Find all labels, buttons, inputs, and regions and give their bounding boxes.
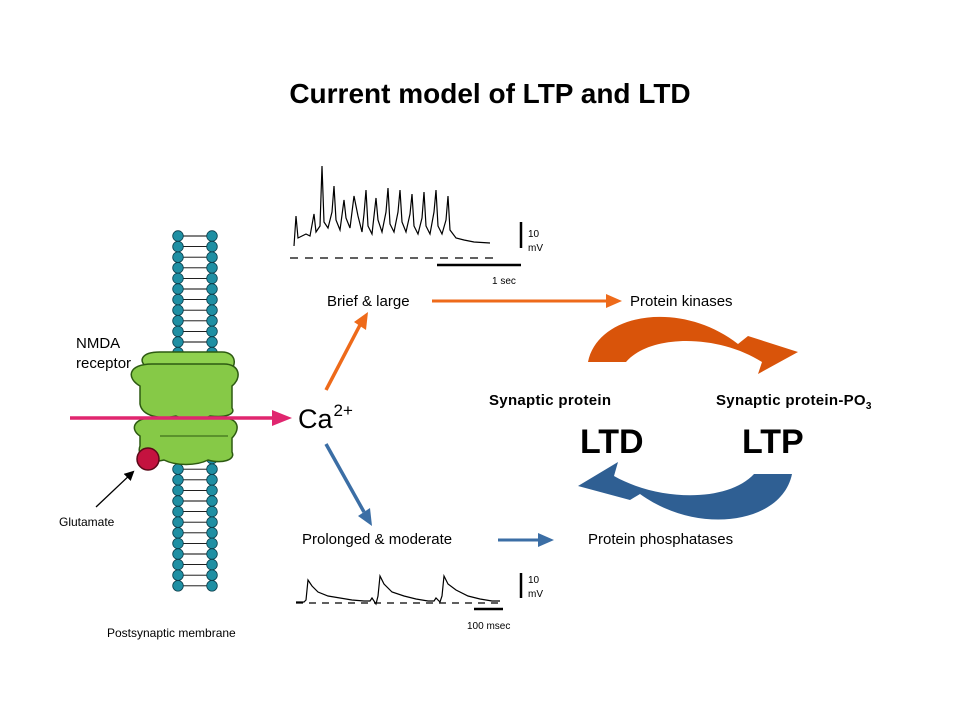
lipid-head	[172, 495, 184, 507]
lipid-head	[206, 527, 218, 539]
lipid-head	[206, 336, 218, 348]
lipid-head	[206, 495, 218, 507]
brief-large-label: Brief & large	[327, 293, 410, 310]
lipid-head	[172, 527, 184, 539]
lipid-head	[206, 505, 218, 518]
synaptic-protein-label: Synaptic protein	[489, 392, 612, 409]
lipid-head	[172, 548, 184, 560]
lipid-head	[172, 304, 184, 316]
lipid-head	[206, 474, 218, 486]
lipid-head	[172, 463, 184, 475]
calcium-ion-charge: 2+	[333, 401, 353, 420]
lipid-head	[172, 283, 184, 295]
lipid-head	[206, 325, 218, 338]
postsynaptic-membrane-label: Postsynaptic membrane	[107, 626, 236, 640]
upper-scale-voltage-unit: mV	[528, 243, 543, 254]
upper-branch-arrowhead	[354, 312, 368, 330]
lipid-head	[172, 537, 184, 550]
lower-scale-voltage-num: 10	[528, 575, 540, 586]
nmda-label-line2: receptor	[76, 355, 132, 372]
upper-trace-waveform	[293, 165, 491, 247]
lipid-head	[206, 230, 218, 242]
lipid-head	[206, 315, 218, 327]
lower-branch-arrowhead	[358, 508, 372, 526]
upper-scale-time: 1 sec	[492, 276, 516, 287]
lipid-head	[206, 516, 218, 528]
lipid-head	[172, 505, 184, 518]
lower-branch-arrow-shaft	[324, 443, 366, 513]
lipid-head	[206, 484, 218, 497]
lipid-head	[172, 272, 184, 285]
diagram-title: Current model of LTP and LTD	[289, 78, 691, 109]
glutamate-molecule	[136, 447, 160, 471]
protein-kinases-label: Protein kinases	[630, 293, 733, 310]
lipid-head	[206, 569, 218, 581]
lipid-head	[172, 325, 184, 338]
lipid-head	[206, 283, 218, 295]
lipid-head	[172, 293, 184, 306]
lipid-head	[172, 262, 184, 274]
lipid-head	[206, 580, 218, 592]
lipid-head	[206, 293, 218, 306]
synaptic-protein-po3-subscript: 3	[865, 401, 872, 412]
lipid-head	[172, 474, 184, 486]
lipid-head	[206, 537, 218, 550]
lipid-head	[206, 262, 218, 274]
lower-scale-voltage-unit: mV	[528, 589, 543, 600]
lipid-head	[172, 336, 184, 348]
glutamate-pointer-arrow	[95, 470, 135, 508]
ion-flow-arrowhead	[272, 410, 292, 426]
cycle-top-arrow	[588, 316, 798, 374]
lipid-head	[206, 548, 218, 560]
calcium-ion-base: Ca	[298, 404, 333, 434]
lipid-head	[206, 463, 218, 475]
lipid-head	[172, 558, 184, 571]
nmda-receptor	[130, 351, 239, 466]
kinase-arrowhead	[606, 294, 622, 308]
ltp-label: LTP	[742, 423, 804, 461]
lower-trace-waveform	[296, 573, 500, 606]
phosphatase-arrowhead	[538, 533, 554, 547]
lipid-head	[206, 251, 218, 263]
lipid-head	[206, 240, 218, 253]
nmda-label-line1: NMDA	[76, 335, 121, 352]
lipid-head	[172, 251, 184, 263]
lipid-head	[172, 516, 184, 528]
lower-scale-time: 100 msec	[467, 621, 511, 632]
glutamate-label: Glutamate	[59, 515, 115, 529]
lipid-head	[172, 569, 184, 581]
lipid-head	[172, 484, 184, 497]
cycle-bottom-arrow	[578, 462, 792, 520]
upper-scale-voltage-num: 10	[528, 229, 540, 240]
lipid-head	[172, 315, 184, 327]
synaptic-protein-po3-label: Synaptic protein-PO3	[716, 392, 872, 412]
protein-phosphatases-label: Protein phosphatases	[588, 531, 734, 548]
lipid-head	[172, 230, 184, 242]
lipid-head	[172, 580, 184, 592]
upper-branch-arrow-shaft	[324, 324, 362, 391]
lipid-head	[206, 304, 218, 316]
calcium-ion-label: Ca2+	[298, 402, 353, 434]
lipid-head	[172, 240, 184, 253]
ltd-label: LTD	[580, 423, 644, 461]
prolonged-moderate-label: Prolonged & moderate	[302, 531, 453, 548]
lipid-head	[206, 558, 218, 571]
synaptic-protein-po3-base: Synaptic protein-PO	[716, 392, 866, 409]
lipid-head	[206, 272, 218, 285]
